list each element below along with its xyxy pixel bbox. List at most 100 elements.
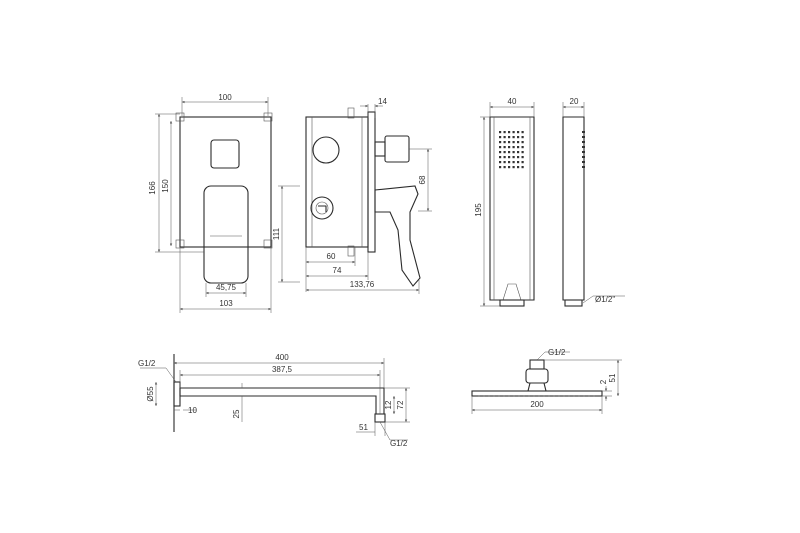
nozzle-dot — [521, 141, 524, 144]
nozzle-dot — [521, 161, 524, 164]
diverter-stem — [374, 141, 386, 157]
side-nozzle-dot — [582, 141, 585, 143]
cartridge-lower — [310, 196, 334, 220]
mixer-box-outline — [179, 116, 272, 248]
head-thread-label: G1/2 — [548, 348, 566, 357]
nozzle-dot — [512, 151, 515, 154]
dim-rosette-55: Ø55 — [146, 386, 155, 402]
nozzle-dot — [512, 136, 515, 139]
hand-shower-thread — [499, 299, 525, 307]
nozzle-dot — [503, 151, 506, 154]
mount-tab-br — [263, 239, 273, 249]
nozzle-dot — [499, 151, 502, 154]
dim-height-51: 51 — [608, 373, 617, 382]
diverter-button — [210, 139, 240, 169]
nozzle-dot — [503, 156, 506, 159]
hand-shower-body — [489, 116, 535, 301]
side-nozzle-dot — [582, 151, 585, 153]
head-ball-joint — [525, 368, 549, 384]
nozzle-dot — [521, 136, 524, 139]
mixer-side-view: 14 68 111 60 74 133,76 — [272, 97, 432, 294]
head-plate — [471, 390, 603, 397]
nozzle-dot — [508, 166, 511, 169]
thread-right-label: G1/2 — [390, 439, 408, 448]
diverter-knob-side — [384, 135, 410, 163]
cartridge-lower-inner — [315, 201, 329, 215]
hand-shower-neck — [502, 283, 522, 301]
dim-depth-133-76: 133,76 — [350, 280, 375, 289]
dim-height-150: 150 — [161, 179, 170, 193]
dim-width-20: 20 — [570, 97, 579, 106]
nozzle-dot — [499, 136, 502, 139]
nozzle-dot — [499, 156, 502, 159]
nozzle-dot — [512, 141, 515, 144]
hand-shower-view: 40 195 20 Ø1/2" — [474, 97, 625, 307]
nozzle-dot — [521, 151, 524, 154]
nozzle-dot — [508, 161, 511, 164]
nozzle-dot — [512, 156, 515, 159]
nozzle-dot — [508, 156, 511, 159]
nozzle-grid — [499, 131, 524, 169]
nozzle-dot — [499, 166, 502, 169]
rosette — [173, 381, 181, 407]
nozzle-dot — [508, 151, 511, 154]
nozzle-dot — [503, 146, 506, 149]
dim-base-103: 103 — [219, 299, 233, 308]
nozzle-dot — [517, 161, 520, 164]
nozzle-dot — [503, 141, 506, 144]
thread-left-label: G1/2 — [138, 359, 156, 368]
head-connector — [527, 382, 547, 392]
dim-depth-74: 74 — [333, 266, 342, 275]
nozzle-dot — [517, 151, 520, 154]
nozzle-dot — [499, 161, 502, 164]
arm-outlet-thread — [374, 413, 386, 423]
shower-arm-view: G1/2 Ø55 400 387,5 10 25 12 72 51 — [138, 353, 410, 448]
dim-handle-45-75: 45,75 — [216, 283, 237, 292]
hand-shower-side — [562, 116, 585, 301]
nozzle-dot — [521, 146, 524, 149]
nozzle-dot — [512, 131, 515, 134]
nozzle-dot — [517, 166, 520, 169]
thread-size-label: Ø1/2" — [595, 295, 615, 304]
nozzle-dot — [508, 131, 511, 134]
dim-thickness-2: 2 — [599, 379, 608, 384]
nozzle-dot — [499, 131, 502, 134]
cartridge-upper — [312, 136, 340, 164]
head-thread — [529, 359, 545, 370]
dim-spout-111: 111 — [272, 227, 281, 240]
dim-diameter-200: 200 — [530, 400, 544, 409]
side-nozzle-dot — [582, 146, 585, 148]
bottom-nut — [347, 245, 355, 257]
dim-width-100: 100 — [218, 93, 232, 102]
dim-offset-10: 10 — [188, 406, 197, 415]
nozzle-dot — [499, 141, 502, 144]
dim-arm-400: 400 — [275, 353, 289, 362]
nozzle-dot — [517, 141, 520, 144]
dim-drop-72: 72 — [396, 400, 405, 409]
handle-side — [374, 185, 421, 287]
nozzle-dot — [499, 146, 502, 149]
side-nozzles — [582, 131, 585, 168]
dim-height-166: 166 — [148, 181, 157, 195]
shower-head-view: G1/2 200 2 51 — [471, 348, 622, 414]
mount-tab-tl — [175, 112, 185, 122]
nozzle-dot — [512, 161, 515, 164]
dim-arm-387-5: 387,5 — [272, 365, 293, 374]
mixer-front-view: 100 166 150 45,75 103 — [148, 93, 273, 313]
nozzle-dot — [517, 131, 520, 134]
dim-depth-60: 60 — [327, 252, 336, 261]
dim-drop-12: 12 — [384, 400, 393, 409]
nozzle-dot — [503, 136, 506, 139]
side-thread — [564, 299, 583, 307]
dim-outlet-68: 68 — [418, 175, 427, 184]
nozzle-dot — [508, 141, 511, 144]
side-nozzle-dot — [582, 166, 585, 168]
side-nozzle-dot — [582, 131, 585, 133]
nozzle-dot — [517, 156, 520, 159]
side-nozzle-dot — [582, 136, 585, 138]
nozzle-dot — [521, 166, 524, 169]
side-nozzle-dot — [582, 161, 585, 163]
shower-arm — [179, 387, 385, 415]
nozzle-dot — [517, 136, 520, 139]
mixer-body-side — [305, 116, 369, 248]
